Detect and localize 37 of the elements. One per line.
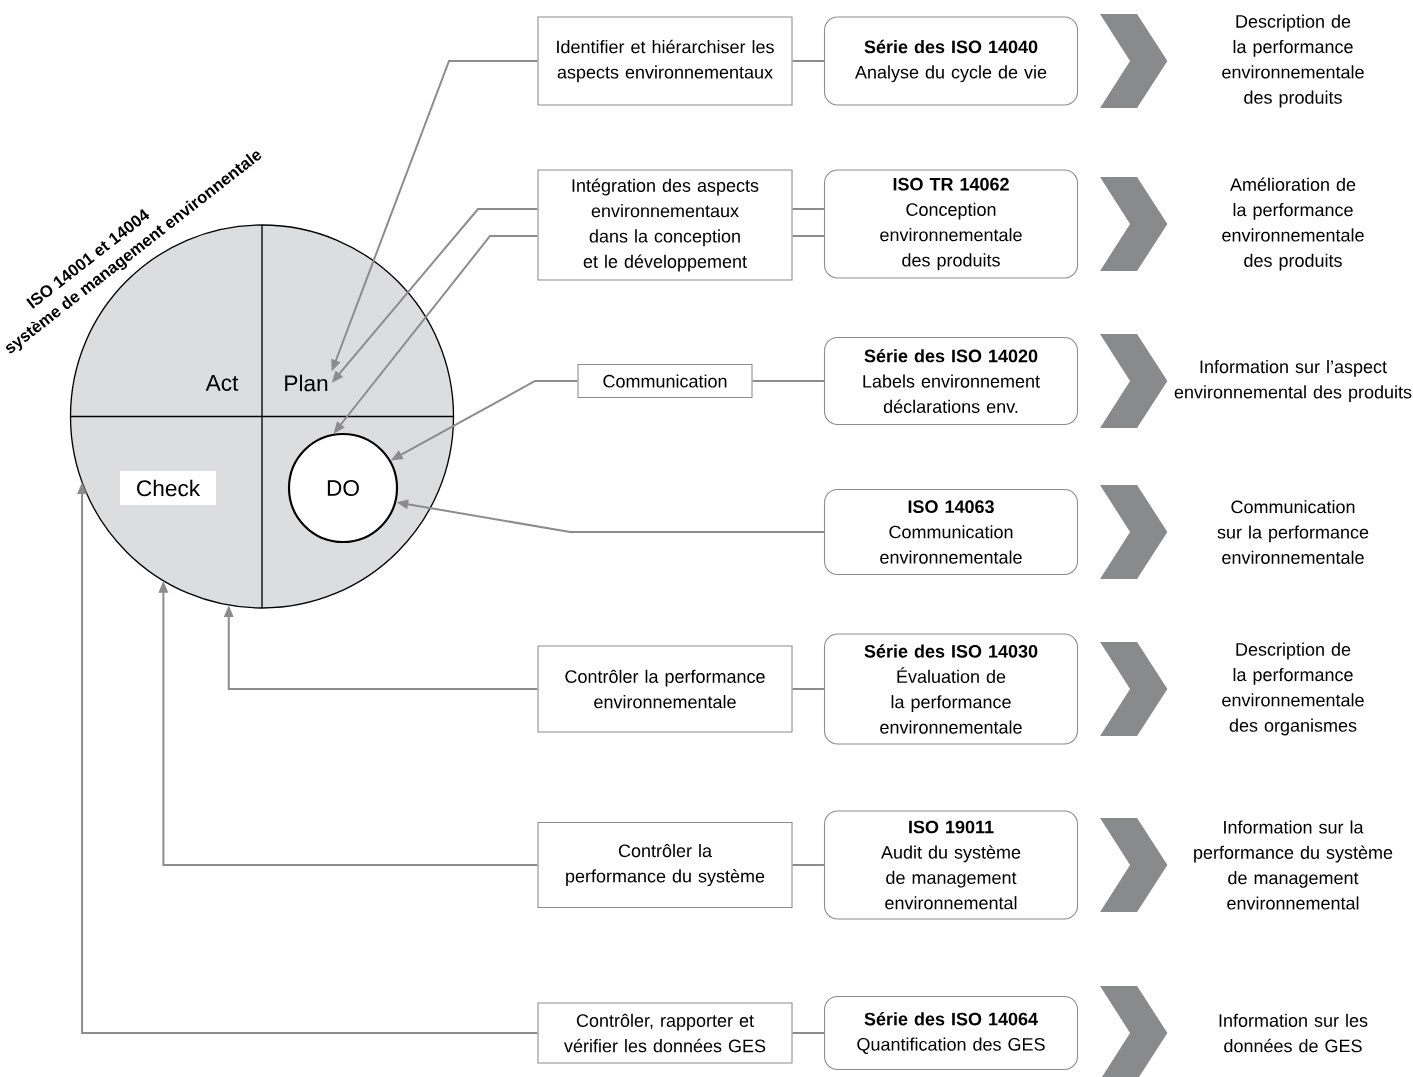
chevron-arrow	[1100, 986, 1168, 1077]
connector-line	[791, 1032, 825, 1034]
connector-line	[751, 380, 825, 382]
standard-box: Série des ISO 14020 Labels environnement déclarations env.	[823, 336, 1079, 426]
process-box: Contrôler, rapporter et vérifier les données GES	[537, 1002, 793, 1064]
chevron-arrow	[1100, 485, 1168, 579]
label-box: Check	[120, 471, 216, 505]
process-box: Communication	[577, 363, 753, 399]
standard-box: Série des ISO 14040 Analyse du cycle de vie	[823, 16, 1079, 106]
connector-line	[791, 60, 825, 62]
outcome-text: Information sur l’aspect environnemental des produits	[1174, 359, 1412, 403]
process-box: Contrôler la performance environnementale	[537, 645, 793, 733]
chevron-arrow	[1100, 14, 1168, 108]
chevron-arrow	[1100, 334, 1168, 428]
process-box: Contrôler la performance du système	[537, 821, 793, 909]
chevron-arrow	[1100, 642, 1168, 736]
quadrant-label: Plan	[285, 374, 328, 392]
standard-box: ISO 19011 Audit du système de management environnemental	[823, 810, 1079, 920]
outcome-text: Description de la performance environnementale des organismes	[1222, 642, 1364, 736]
outcome-text: Amélioration de la performance environnementale des produits	[1222, 177, 1364, 271]
standard-box: Série des ISO 14030 Évaluation de la performance environnementale	[823, 633, 1079, 745]
chevron-arrow	[1100, 177, 1168, 271]
quadrant-label: Act	[205, 375, 239, 391]
connector-line	[791, 208, 825, 210]
outcome-text: Description de la performance environnementale des produits	[1222, 14, 1364, 108]
chevron-arrow	[1100, 818, 1168, 912]
outcome-text: Communication sur la performance environnementale	[1217, 500, 1369, 564]
connector-line	[791, 688, 825, 690]
process-box: Identifier et hiérarchiser les aspects environnementaux	[537, 16, 793, 106]
standard-box: Série des ISO 14064 Quantification des GES	[823, 995, 1079, 1071]
standard-box: ISO TR 14062 Conception environnementale des produits	[823, 169, 1079, 279]
connector-line	[791, 864, 825, 866]
connector-line	[791, 235, 825, 237]
outcome-text: Information sur la performance du système de management environnemental	[1194, 820, 1393, 910]
outcome-text: Information sur les données de GES	[1219, 1013, 1368, 1053]
standard-box: ISO 14063 Communication environnementale	[823, 488, 1079, 576]
process-box: Intégration des aspects environnementaux dans la conception et le développement	[537, 169, 793, 281]
